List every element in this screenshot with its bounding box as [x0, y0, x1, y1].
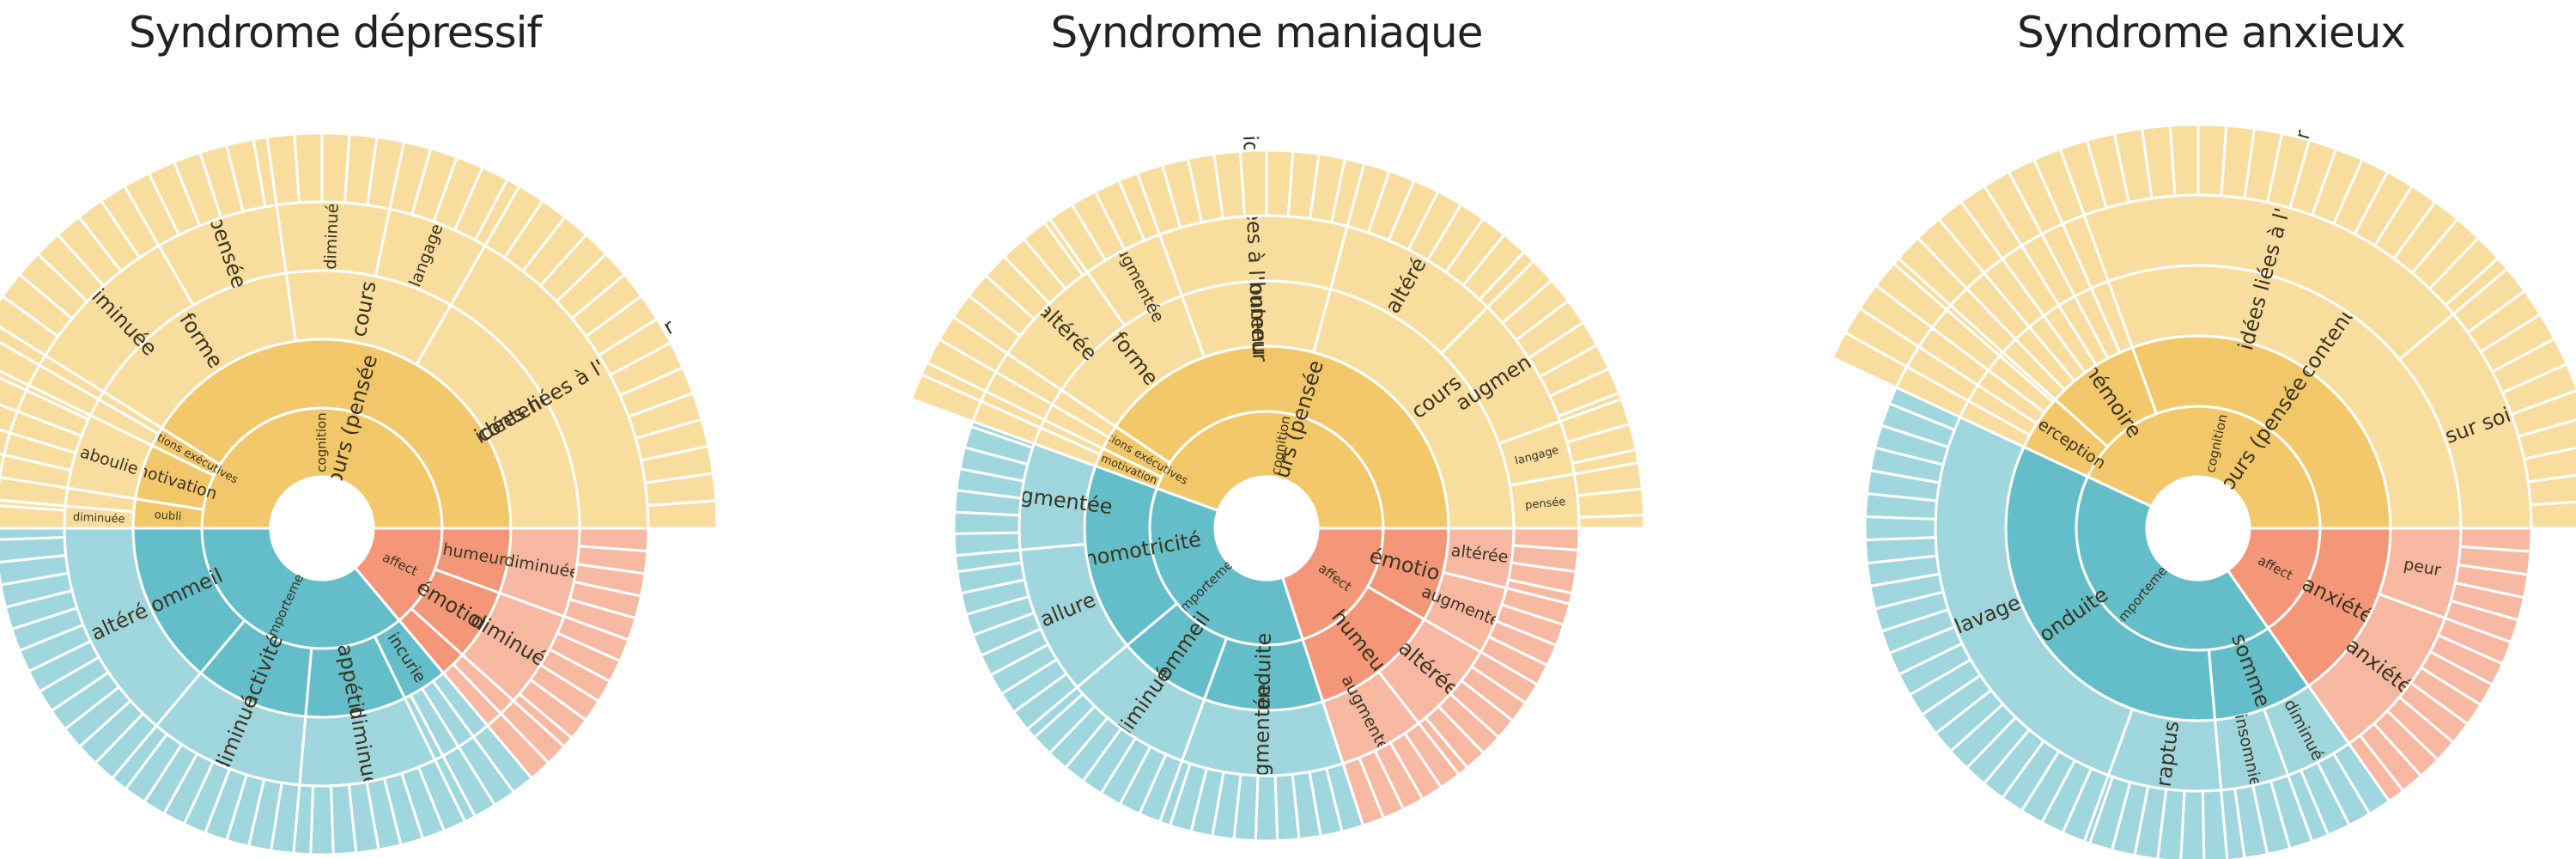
sunburst-rim-cell	[1887, 386, 1962, 432]
diagram-title: Syndrome anxieux	[2017, 8, 2405, 58]
diagram-depressif: Syndrome dépressif cognition oubli diminué…	[0, 8, 719, 856]
sunburst-rim-cell	[1254, 774, 1279, 843]
segment-label: diminuée	[73, 511, 125, 527]
sunburst-center	[1215, 477, 1318, 580]
sunburst-rim-cell	[1238, 149, 1268, 218]
sunburst-rim-cell	[1863, 515, 1937, 542]
diagram-title: Syndrome maniaque	[1051, 8, 1483, 58]
sunburst-rim-cell	[646, 499, 719, 530]
sunburst-rim-cell	[969, 419, 1036, 450]
segment-label: contenu	[1244, 271, 1272, 356]
diagram-anxieux: Syndrome anxieux cognitionperceptionmémo…	[1831, 8, 2576, 859]
sunburst-rim-cell	[1577, 514, 1646, 530]
segment-label: cognition	[314, 412, 330, 472]
segment-label: pensée	[1525, 496, 1566, 512]
sunburst-center	[2147, 477, 2250, 580]
diagram-title: Syndrome dépressif	[129, 8, 544, 58]
segment-label: conduite	[1250, 633, 1276, 723]
sunburst-rim-cell	[0, 527, 66, 541]
diagram-maniaque: Syndrome maniaque cognitionmotivationfon…	[909, 8, 1646, 843]
sunburst-rim-cell	[309, 784, 335, 856]
sunburst-depressif: cognitionoublidiminuéemotivationaboulief…	[0, 131, 719, 856]
sunburst-center	[270, 477, 374, 580]
sunburst-rim-cell	[2529, 500, 2576, 530]
segment-label: diminué	[321, 203, 343, 270]
sunburst-rim-cell	[2168, 123, 2200, 198]
sunburst-rim-cell	[293, 131, 324, 204]
segment-label: oubli	[154, 509, 182, 523]
